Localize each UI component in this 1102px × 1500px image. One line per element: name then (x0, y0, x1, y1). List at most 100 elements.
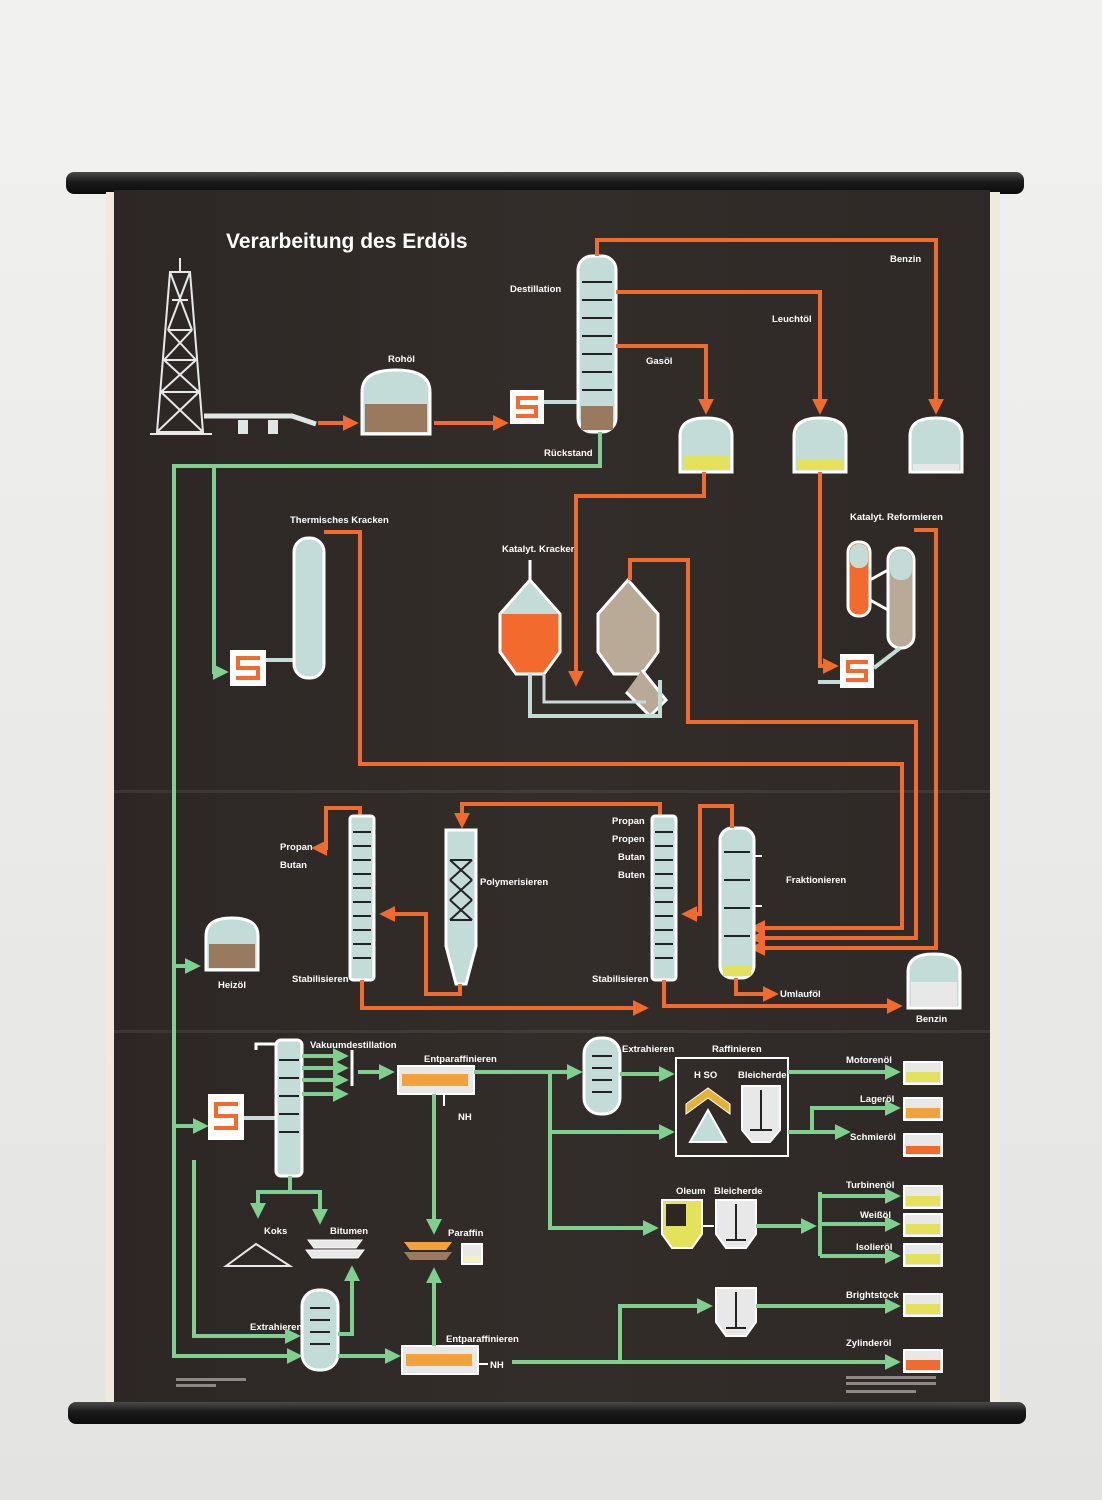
to-bitumen-line (338, 1265, 360, 1336)
crude-oil-label: Rohöl (388, 354, 415, 365)
schmieroel-container (903, 1133, 943, 1157)
refining-unit: H SO Bleicherde (675, 1057, 789, 1157)
koks-pile-icon (222, 1242, 294, 1267)
bitumen-label: Bitumen (330, 1226, 368, 1237)
catalyst-loop-pipe (528, 674, 662, 718)
gasoel-line (616, 344, 714, 415)
gasoel-label: Gasöl (646, 356, 672, 367)
vacuum-furnace-icon (208, 1094, 244, 1140)
leuchtoel-line (616, 290, 828, 415)
brightstock-bleaching-unit (715, 1287, 757, 1337)
paraffin-blocks-icon (404, 1242, 452, 1260)
polymerization-reactor (444, 828, 478, 986)
benzin-tank-top (908, 416, 964, 474)
h2so4-label: H SO (694, 1070, 717, 1081)
to-brightstock-unit-line (618, 1298, 713, 1362)
vacuum-column (254, 1038, 304, 1178)
nh3-top-label: NH (458, 1112, 472, 1123)
brightstock-container (903, 1293, 943, 1317)
reforming-furnace-icon (840, 654, 874, 688)
schmieroel-label: Schmieröl (850, 1132, 896, 1143)
fractionate-label: Fraktionieren (786, 875, 846, 886)
poster-fold-line (114, 790, 990, 793)
extraction-column-top (582, 1036, 622, 1116)
dewaxing-unit-top (397, 1065, 475, 1095)
koks-line (250, 1176, 292, 1219)
motorenoel-label: Motorenöl (846, 1055, 892, 1066)
turbinenoel-label: Turbinenöl (846, 1180, 894, 1191)
thermal-cracking-label: Thermisches Kracken (290, 515, 389, 526)
leuchtoel-tank (792, 416, 848, 474)
extract-top-label: Extrahieren (622, 1044, 674, 1055)
furnace-icon (510, 390, 544, 424)
extraction-column-bottom (300, 1288, 340, 1372)
butan-left-label: Butan (280, 860, 307, 871)
to-extraction-line (192, 1160, 301, 1344)
poster-right-edge (988, 192, 1000, 1402)
buten-label: Buten (618, 870, 645, 881)
nh3-bottom-label: NH (490, 1360, 504, 1371)
propan-right-label: Propan (612, 816, 645, 827)
lageroel-line (788, 1100, 901, 1134)
propan-left-label: Propan (280, 842, 313, 853)
reforming-product-line (749, 528, 938, 956)
turbinenoel-container (903, 1185, 943, 1209)
stabilizer-column-left (348, 814, 376, 982)
benzin-output-line (662, 980, 903, 1014)
umlaufoel-line (734, 978, 779, 1002)
benzin-bottom-label: Benzin (916, 1014, 947, 1025)
oleum-unit (661, 1199, 703, 1249)
leuchtoel-to-reforming-line (818, 472, 839, 674)
oil-derrick-icon (150, 258, 212, 435)
top-hanging-rod (66, 172, 1024, 194)
gasoel-to-cracking-line (568, 472, 706, 687)
catalytic-cracking-product-line (628, 558, 918, 946)
benzin-label: Benzin (890, 254, 921, 265)
fractionation-column (718, 826, 762, 980)
bitumen-line (290, 1190, 328, 1225)
extract-bottom-label: Extrahieren (250, 1322, 302, 1333)
stabilize-left-label: Stabilisieren (292, 974, 349, 985)
poster-left-edge (106, 192, 116, 1402)
residue-main-line (172, 432, 602, 1364)
propen-label: Propen (612, 834, 645, 845)
thermal-cracking-reactor (292, 536, 326, 680)
pipeline-icon (204, 413, 317, 434)
crude-oil-tank (360, 368, 432, 436)
weissoel-container (903, 1213, 943, 1237)
motorenoel-container (903, 1061, 943, 1085)
feed-to-polymerization-line (454, 802, 662, 829)
bleicherde-mid-label: Bleicherde (714, 1186, 763, 1197)
catalytic-reactor (498, 560, 562, 676)
publisher-fineprint (176, 1376, 936, 1393)
catalytic-reforming-label: Katalyt. Reformieren (850, 512, 943, 523)
lageroel-container (903, 1097, 943, 1121)
umlaufoel-label: Umlauföl (780, 989, 821, 1000)
bitumen-blocks-icon (305, 1239, 365, 1259)
zylinderoel-container (903, 1349, 943, 1373)
dewax-bottom-label: Entparaffinieren (446, 1334, 519, 1345)
oleum-label: Oleum (676, 1186, 706, 1197)
dewaxing-unit-bottom (401, 1345, 479, 1375)
thermal-cracking-product-line (324, 530, 904, 936)
benzin-tank-bottom (906, 952, 962, 1010)
polymer-to-stabilizer-line (379, 906, 462, 996)
vacuum-fractions-lines (302, 1048, 349, 1102)
heizoel-tank (204, 916, 260, 972)
butan-right-label: Butan (618, 852, 645, 863)
gas-output-line (311, 806, 362, 856)
catalyst-loop-pipe (542, 674, 646, 704)
weissoel-label: Weißöl (860, 1210, 891, 1221)
gasoel-tank (678, 416, 734, 474)
poster-fold-line (114, 1030, 990, 1033)
stabilized-product-line (360, 980, 649, 1016)
stabilize-right-label: Stabilisieren (592, 974, 649, 985)
bleicherde-top-label: Bleicherde (738, 1070, 787, 1081)
brightstock-label: Brightstock (846, 1290, 900, 1301)
zylinderoel-label: Zylinderöl (846, 1338, 891, 1349)
stabilizer-column-right (650, 814, 678, 982)
polymerize-label: Polymerisieren (480, 877, 548, 888)
benzin-line (595, 238, 944, 415)
leuchtoel-label: Leuchtöl (772, 314, 812, 325)
